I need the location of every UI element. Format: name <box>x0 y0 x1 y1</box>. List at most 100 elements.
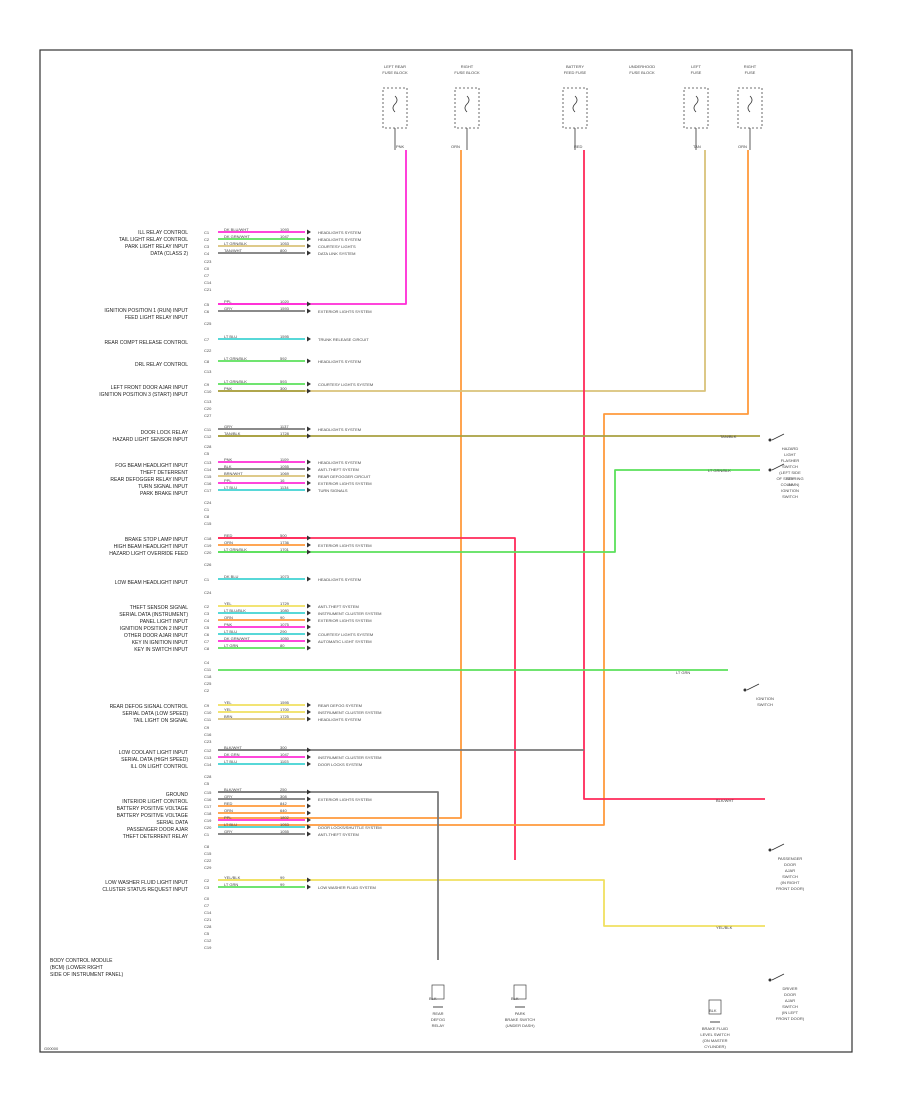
circuit-number: 1729 <box>280 601 290 606</box>
pin-number: C8 <box>204 646 210 651</box>
pin-number: C4 <box>204 251 210 256</box>
circuit-number: 90 <box>280 615 285 620</box>
circuit-number: 1047 <box>280 752 290 757</box>
connector-arrow <box>307 754 311 760</box>
fuse-block-label: FUSE <box>691 70 702 75</box>
connector-arrow <box>307 388 311 394</box>
pin-number: C7 <box>204 639 210 644</box>
wire-color-tag: ORN <box>738 144 747 149</box>
empty-pin-number: C19 <box>204 945 212 950</box>
module-pin-label: OTHER DOOR AJAR INPUT <box>124 633 188 639</box>
switch-contact <box>743 688 747 692</box>
switch-icon <box>771 463 785 471</box>
wire-color-label: YEL/BLK <box>224 875 241 880</box>
destination-system: DOOR LOCKS SYSTEM <box>318 762 362 767</box>
wire-color-tag: TAN <box>693 144 701 149</box>
wire-color-label: DK BLU/WHT <box>224 227 249 232</box>
fuse-icon <box>464 95 470 113</box>
wire-color-label: BRN <box>224 714 233 719</box>
destination-system: LOW WASHER FLUID SYSTEM <box>318 885 376 890</box>
switch-label: IGNITION <box>756 696 774 701</box>
module-pin-label: BRAKE STOP LAMP INPUT <box>125 537 188 543</box>
module-pin-label: FEED LIGHT RELAY INPUT <box>125 315 188 321</box>
connector-arrow <box>307 250 311 256</box>
connector-arrow <box>307 243 311 249</box>
connector-arrow <box>307 631 311 637</box>
wire-color-tag: PNK <box>396 144 405 149</box>
empty-pin-number: C7 <box>204 273 210 278</box>
wire-color-label: BLK/WHT <box>224 787 242 792</box>
switch-label: (LEFT SIDE <box>779 470 801 475</box>
wire-color-tag: YEL/BLK <box>716 925 733 930</box>
circuit-number: 308 <box>280 794 287 799</box>
wire-color-label: PPL <box>224 815 232 820</box>
module-pin-label: THEFT DETERRENT RELAY <box>123 834 189 840</box>
switch-label: SWITCH <box>782 464 798 469</box>
destination-system: INSTRUMENT CLUSTER SYSTEM <box>318 755 382 760</box>
module-pin-label: TAIL LIGHT RELAY CONTROL <box>119 237 188 243</box>
wire-color-label: GRY <box>224 794 233 799</box>
fuse-icon <box>392 95 398 113</box>
empty-pin-number: C13 <box>204 369 212 374</box>
empty-pin-number: C8 <box>204 844 210 849</box>
wire-red-run-2 <box>583 150 765 800</box>
empty-pin-number: C20 <box>204 406 212 411</box>
wire-color-label: PNK <box>224 622 233 627</box>
wire-color-label: RED <box>224 533 233 538</box>
wire-color-label: DK GRN/WHT <box>224 234 250 239</box>
empty-pin-number: C0 <box>204 896 210 901</box>
circuit-number: 1055 <box>280 829 290 834</box>
empty-pin-number: C14 <box>204 910 212 915</box>
switch-label: AJAR <box>785 868 795 873</box>
switch-label: SWITCH <box>782 494 798 499</box>
circuit-number: 290 <box>280 629 287 634</box>
switch-label: (IN RIGHT <box>781 880 800 885</box>
wire-color-label: PPL <box>224 299 232 304</box>
connector-arrow <box>307 308 311 314</box>
empty-pin-number: C23 <box>204 739 212 744</box>
fuse-icon <box>693 95 699 113</box>
destination-system: HEADLIGHTS SYSTEM <box>318 237 361 242</box>
switch-label: HAZARD <box>782 446 799 451</box>
pin-number: C10 <box>204 389 212 394</box>
fuse-block-label: RIGHT <box>744 64 757 69</box>
wire-color-label: YEL <box>224 707 232 712</box>
wire-yellow-run <box>218 879 765 927</box>
empty-pin-number: C27 <box>204 413 212 418</box>
connector-arrow <box>307 817 311 823</box>
empty-pin-number: C4 <box>204 660 210 665</box>
pin-number: C4 <box>204 618 210 623</box>
module-pin-label: IGNITION POSITION 1 (RUN) INPUT <box>104 308 188 314</box>
switch-label: FRONT DOOR) <box>776 886 805 891</box>
module-pin-label: IGNITION POSITION 2 INPUT <box>120 626 188 632</box>
connector-arrow <box>307 810 311 816</box>
pin-number: C10 <box>204 710 212 715</box>
module-pin-label: REAR DEFOGGER RELAY INPUT <box>110 477 188 483</box>
connector-arrow <box>307 603 311 609</box>
destination-system: INSTRUMENT CLUSTER SYSTEM <box>318 611 382 616</box>
switch-label: LIGHT <box>784 452 796 457</box>
connector-arrow <box>307 576 311 582</box>
wire-color-tag: BLK <box>429 996 437 1001</box>
pin-number: C5 <box>204 302 210 307</box>
empty-pin-number: C28 <box>204 774 212 779</box>
empty-pin-number: C15 <box>204 521 212 526</box>
pin-number: C12 <box>204 434 212 439</box>
empty-pin-number: C21 <box>204 917 212 922</box>
circuit-number: 500 <box>280 533 287 538</box>
empty-pin-number: C28 <box>204 444 212 449</box>
switch-label: (IN LEFT <box>782 1010 799 1015</box>
circuit-number: 1053 <box>280 241 290 246</box>
wire-color-tag: RED <box>574 144 583 149</box>
